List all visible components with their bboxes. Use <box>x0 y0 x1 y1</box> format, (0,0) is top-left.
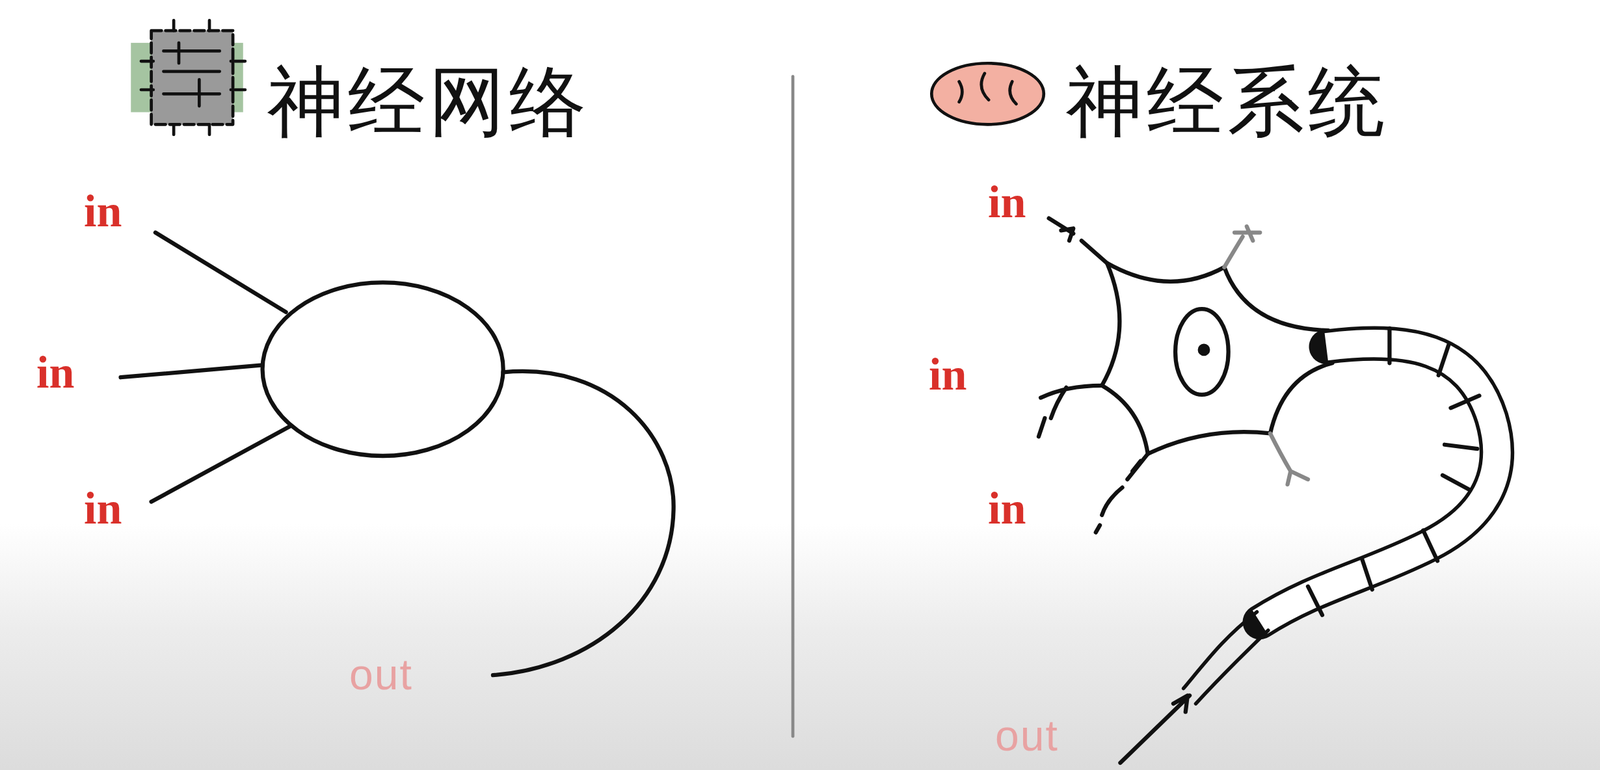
dendrite <box>1270 433 1308 484</box>
neuron-node <box>262 282 504 456</box>
dendrite <box>1038 385 1102 437</box>
input-label: in <box>987 485 1026 532</box>
output-label: out <box>995 714 1059 758</box>
heading: 神经网络 <box>267 63 590 140</box>
nucleolus <box>1200 346 1209 355</box>
axon <box>1259 343 1497 623</box>
axon-inner <box>1259 343 1497 623</box>
input-label: in <box>36 349 75 396</box>
dendrite <box>1095 453 1148 533</box>
chip-icon <box>151 30 233 125</box>
soma <box>1101 263 1333 454</box>
axon-terminal <box>1120 695 1190 764</box>
output-line <box>493 371 674 676</box>
input-line <box>155 232 287 313</box>
divider <box>791 76 795 737</box>
heading: 神经系统 <box>1066 63 1389 140</box>
myelin-gap <box>1307 328 1480 616</box>
input-label: in <box>83 188 122 235</box>
dendrite <box>1049 218 1107 264</box>
input-line <box>151 426 291 503</box>
input-label: in <box>928 351 967 398</box>
chip-pins <box>141 20 246 135</box>
brain-folds <box>959 73 1017 105</box>
input-line <box>120 364 263 378</box>
axon-end <box>1183 612 1269 704</box>
brain-icon <box>931 63 1044 125</box>
output-label: out <box>349 653 414 696</box>
dendrite <box>1224 226 1260 268</box>
input-label: in <box>83 485 122 532</box>
input-label: in <box>987 179 1026 226</box>
nucleus <box>1175 308 1229 395</box>
